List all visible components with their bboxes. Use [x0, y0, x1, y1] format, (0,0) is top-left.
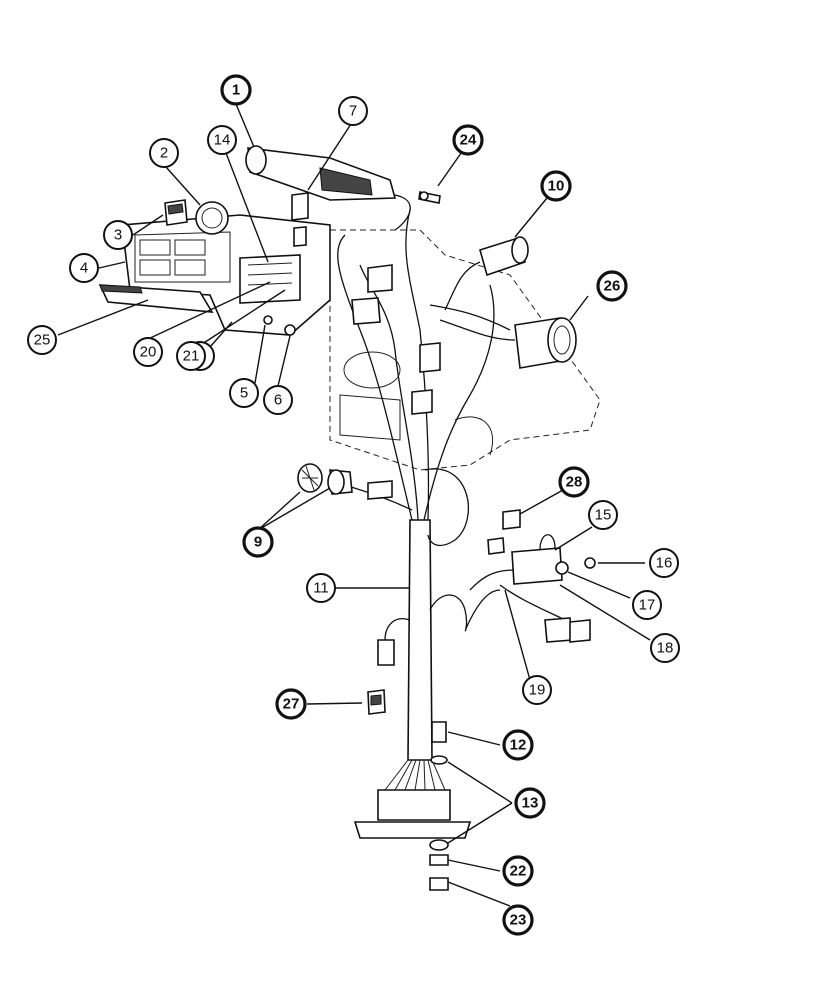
callout-circle	[242, 526, 274, 558]
callout-number: 2	[160, 145, 168, 162]
callout-number: 12	[510, 737, 527, 754]
main-harness	[337, 209, 501, 761]
callout-circle	[558, 466, 590, 498]
callout-number: 18	[657, 640, 674, 657]
callout-14: 14	[207, 125, 237, 155]
callout-17: 17	[632, 590, 662, 620]
callout-12: 12	[502, 729, 534, 761]
callout-number: 25	[34, 332, 51, 349]
callout-number: 27	[283, 696, 300, 713]
callout-25: 25	[27, 325, 57, 355]
callout-circle	[632, 590, 662, 620]
callout-19: 19	[522, 675, 552, 705]
callout-circle	[502, 729, 534, 761]
callout-number: 4	[80, 260, 88, 277]
callout-circle	[263, 385, 293, 415]
callout-11: 11	[306, 573, 336, 603]
callout-number: 13	[522, 795, 539, 812]
callout-circle	[103, 220, 133, 250]
callout-circle	[149, 138, 179, 168]
callout-21: 21	[176, 341, 206, 371]
callout-number: 21	[183, 348, 200, 365]
callout-9: 9	[242, 526, 274, 558]
callout-28: 28	[558, 466, 590, 498]
callout-circle	[540, 170, 572, 202]
callout-number: 3	[114, 227, 122, 244]
callout-number: 23	[510, 912, 527, 929]
callout-circle	[229, 378, 259, 408]
callout-number: 6	[274, 392, 282, 409]
callout-circle	[306, 573, 336, 603]
callout-number: 17	[639, 597, 656, 614]
callout-5: 5	[229, 378, 259, 408]
callout-circle	[514, 787, 546, 819]
callout-circle	[649, 548, 679, 578]
callout-circle	[502, 855, 534, 887]
callout-circle	[176, 341, 206, 371]
callout-16: 16	[649, 548, 679, 578]
callout-circle	[452, 124, 484, 156]
callout-number: 19	[529, 682, 546, 699]
callout-2: 2	[149, 138, 179, 168]
round-gauge	[429, 304, 577, 369]
callout-circle	[522, 675, 552, 705]
callout-circle	[133, 337, 163, 367]
callout-7: 7	[338, 96, 368, 126]
cab-panel	[329, 229, 601, 471]
callout-26: 26	[596, 270, 628, 302]
callout-number: 15	[595, 507, 612, 524]
instrument-panel	[121, 192, 331, 336]
callout-circle	[338, 96, 368, 126]
callout-circle	[588, 500, 618, 530]
callout-circle	[207, 125, 237, 155]
callout-10: 10	[540, 170, 572, 202]
callout-24: 24	[452, 124, 484, 156]
callout-number: 5	[240, 385, 248, 402]
callout-number: 1	[232, 82, 240, 99]
callout-circle	[275, 688, 307, 720]
callout-labels: 1234567891011121314151617181920212223242…	[27, 74, 680, 936]
callout-number: 14	[214, 132, 231, 149]
key-switch	[444, 236, 529, 311]
callout-number: 28	[566, 474, 583, 491]
relay-assembly	[469, 509, 596, 643]
plug-27	[367, 689, 386, 715]
trim-strip	[98, 284, 214, 313]
callout-circle	[69, 253, 99, 283]
callout-6: 6	[263, 385, 293, 415]
callout-13: 13	[514, 787, 546, 819]
base-connector	[353, 759, 472, 839]
callout-1: 1	[220, 74, 252, 106]
lamp-assembly	[297, 463, 393, 500]
bolt-24	[418, 191, 441, 204]
callout-circle	[596, 270, 628, 302]
callout-23: 23	[502, 904, 534, 936]
callout-number: 7	[349, 103, 357, 120]
callout-circle	[502, 904, 534, 936]
callout-circle	[650, 633, 680, 663]
callout-number: 16	[656, 555, 673, 572]
callout-18: 18	[650, 633, 680, 663]
stalk-switch	[245, 145, 411, 231]
callout-27: 27	[275, 688, 307, 720]
harness-connectors	[351, 264, 441, 415]
callout-number: 9	[254, 534, 262, 551]
callout-4: 4	[69, 253, 99, 283]
callout-number: 20	[140, 344, 157, 361]
callout-22: 22	[502, 855, 534, 887]
callout-3: 3	[103, 220, 133, 250]
callout-number: 26	[604, 278, 621, 295]
callout-20: 20	[133, 337, 163, 367]
callout-number: 24	[460, 132, 477, 149]
hardware-stack	[429, 721, 449, 891]
callout-number: 10	[548, 178, 565, 195]
callout-15: 15	[588, 500, 618, 530]
callout-number: 11	[313, 580, 329, 597]
callout-number: 22	[510, 863, 527, 880]
callout-circle	[220, 74, 252, 106]
callout-circle	[27, 325, 57, 355]
